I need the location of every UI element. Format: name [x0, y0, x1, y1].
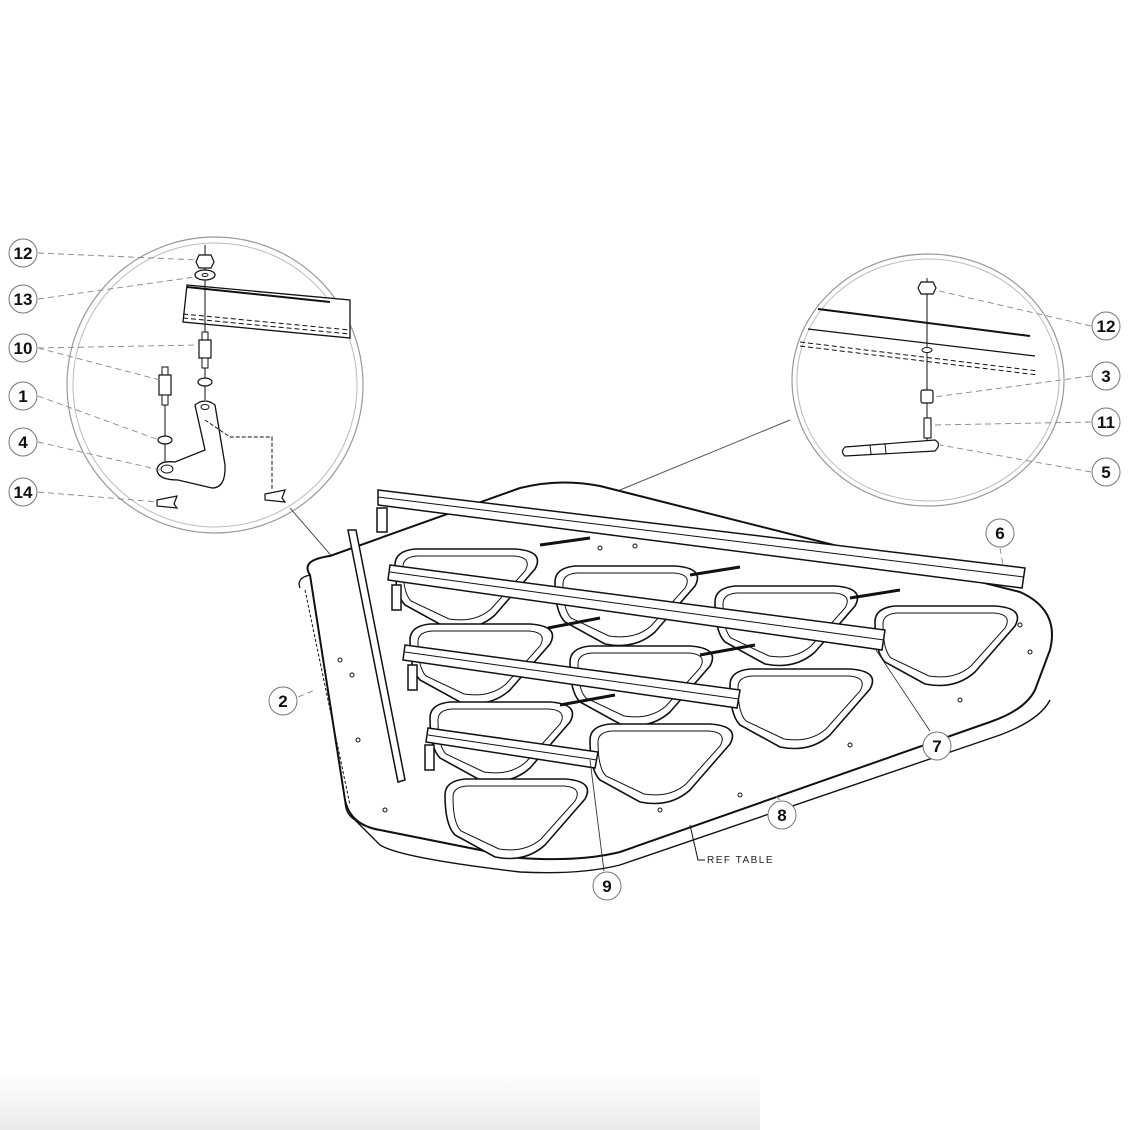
ref-table-label: REF TABLE	[689, 824, 774, 866]
leader-lines	[37, 252, 1092, 872]
table-plate	[298, 481, 1053, 874]
callout-1: 1	[8, 381, 38, 411]
callout-14: 14	[8, 477, 38, 507]
callout-13: 13	[8, 284, 38, 314]
callout-number: 11	[1097, 413, 1115, 432]
detail-view-right	[619, 253, 1065, 507]
callout-circle	[268, 686, 298, 716]
callout-circle	[8, 477, 38, 507]
callout-12: 12	[8, 238, 38, 268]
callout-8: 8	[767, 800, 797, 830]
callout-5: 5	[1091, 457, 1121, 487]
svg-text:REF TABLE: REF TABLE	[707, 855, 774, 866]
detail-view-left	[66, 236, 364, 561]
callout-11: 11	[1091, 407, 1121, 437]
callout-number: 13	[14, 290, 33, 309]
callout-number: 10	[14, 339, 33, 358]
callout-number: 1	[18, 387, 27, 406]
callout-number: 12	[1097, 317, 1116, 336]
callout-circle	[1091, 407, 1121, 437]
callout-7: 7	[922, 731, 952, 761]
callout-2: 2	[268, 686, 298, 716]
callout-number: 12	[14, 244, 33, 263]
callout-number: 6	[995, 524, 1004, 543]
callout-circle	[592, 871, 622, 901]
bottom-shadow	[0, 1070, 760, 1130]
callout-circle	[8, 427, 38, 457]
callout-number: 3	[1101, 367, 1110, 386]
callout-number: 2	[278, 692, 287, 711]
callout-3: 3	[1091, 361, 1121, 391]
callout-number: 14	[14, 483, 33, 502]
callout-4: 4	[8, 427, 38, 457]
callout-circle	[1091, 361, 1121, 391]
callout-circle	[1091, 311, 1121, 341]
callout-circle	[8, 333, 38, 363]
callout-number: 7	[932, 737, 941, 756]
callout-circle	[767, 800, 797, 830]
callout-circle	[922, 731, 952, 761]
callout-6: 6	[985, 518, 1015, 548]
callout-circle	[1091, 457, 1121, 487]
callout-number: 4	[18, 433, 28, 452]
callout-12: 12	[1091, 311, 1121, 341]
callout-10: 10	[8, 333, 38, 363]
callout-number: 9	[602, 877, 611, 896]
cross-bars	[347, 489, 1026, 783]
callout-number: 8	[777, 806, 786, 825]
callout-circle	[985, 518, 1015, 548]
callout-circle	[8, 238, 38, 268]
callout-circle	[8, 381, 38, 411]
callout-9: 9	[592, 871, 622, 901]
callout-number: 5	[1101, 463, 1110, 482]
callout-circle	[8, 284, 38, 314]
